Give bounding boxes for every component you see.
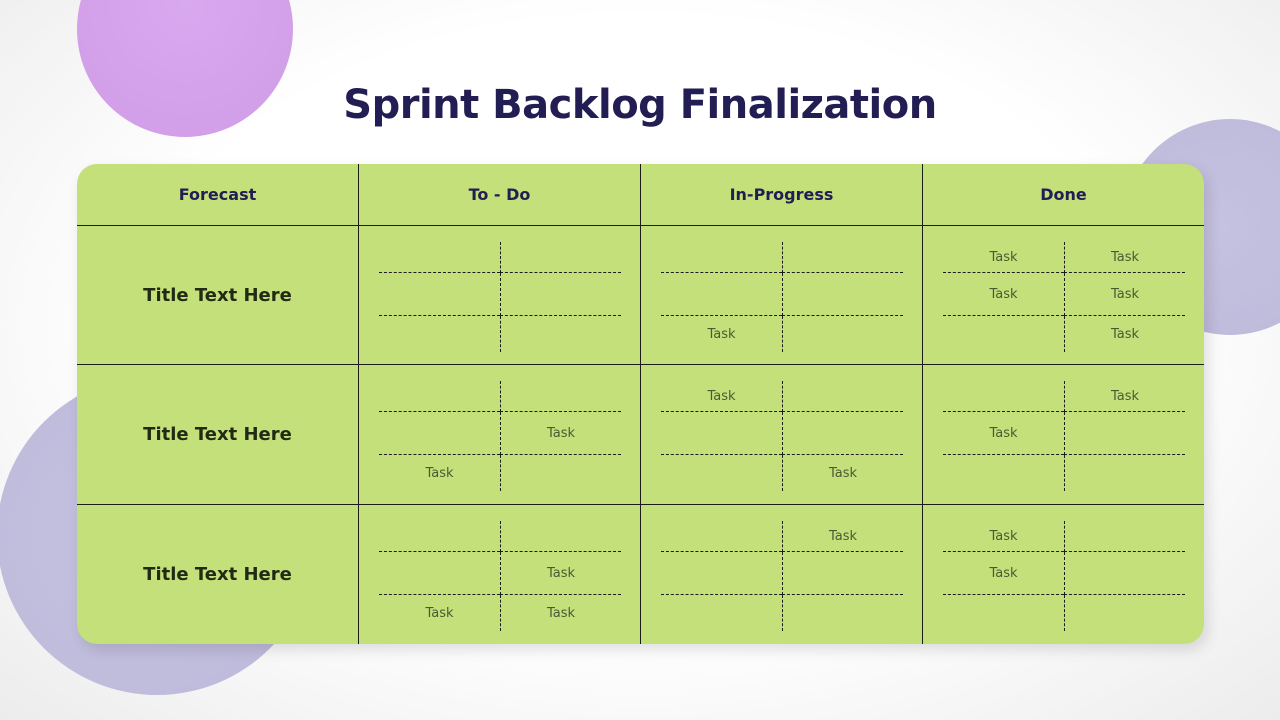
task-slot	[661, 595, 782, 631]
task-slot: Task	[661, 381, 782, 412]
task-grid: Task	[661, 242, 903, 352]
task-slot	[500, 455, 621, 491]
task-slot	[661, 455, 782, 491]
task-grid	[379, 242, 621, 352]
task-slot: Task	[425, 465, 454, 481]
task-slot	[943, 595, 1064, 631]
task-slot	[500, 273, 621, 316]
task-slot	[782, 242, 903, 273]
task-slot	[379, 316, 500, 352]
task-slot: Task	[1064, 381, 1185, 412]
header-forecast: Forecast	[178, 185, 257, 204]
task-slot	[782, 552, 903, 595]
task-slot: Task	[425, 605, 454, 621]
task-slot	[661, 273, 782, 316]
task-slot	[500, 521, 621, 552]
header-inprogress: In-Progress	[640, 164, 922, 225]
task-slot	[661, 552, 782, 595]
row-title: Title Text Here	[77, 364, 358, 504]
task-slot	[1064, 412, 1185, 455]
task-grid: Task	[661, 521, 903, 631]
task-slot	[500, 316, 621, 352]
task-slot	[943, 455, 1064, 491]
task-slot	[379, 521, 500, 552]
cell-inprogress: Task	[640, 504, 922, 644]
task-slot	[379, 552, 500, 595]
sprint-backlog-table: Forecast To - Do In-Progress Done Title …	[77, 164, 1204, 644]
row-title: Title Text Here	[77, 504, 358, 644]
row-title: Title Text Here	[77, 225, 358, 364]
task-slot: Task	[943, 412, 1064, 455]
slide-title: Sprint Backlog Finalization	[343, 82, 937, 128]
task-slot	[782, 273, 903, 316]
task-slot	[782, 412, 903, 455]
task-slot	[661, 521, 782, 552]
task-slot	[1064, 521, 1185, 552]
task-slot: Task	[782, 521, 903, 552]
task-slot	[379, 412, 500, 455]
task-slot: Task	[707, 326, 736, 342]
task-slot	[1064, 552, 1185, 595]
task-slot: Task	[1064, 316, 1185, 352]
task-slot: Task	[1064, 273, 1185, 316]
task-slot: Task	[500, 552, 621, 595]
task-slot	[379, 242, 500, 273]
task-slot: Task	[943, 552, 1064, 595]
task-slot	[500, 242, 621, 273]
task-slot: Task	[943, 521, 1064, 552]
task-slot	[1064, 595, 1185, 631]
task-slot: Task	[500, 595, 621, 631]
task-slot	[782, 316, 903, 352]
task-slot: Task	[782, 455, 903, 491]
task-slot: Task	[943, 242, 1064, 273]
task-slot	[943, 381, 1064, 412]
task-slot	[782, 381, 903, 412]
task-slot: Task	[1064, 242, 1185, 273]
task-slot	[379, 381, 500, 412]
task-slot	[661, 412, 782, 455]
task-slot	[782, 595, 903, 631]
cell-todo	[358, 225, 640, 364]
header-done: Done	[922, 164, 1204, 225]
header-todo: To - Do	[358, 164, 640, 225]
task-slot	[500, 381, 621, 412]
task-slot: Task	[500, 412, 621, 455]
cell-inprogress: Task	[640, 225, 922, 364]
task-slot	[661, 242, 782, 273]
task-slot: Task	[943, 273, 1064, 316]
task-slot	[943, 316, 1064, 352]
task-slot	[1064, 455, 1185, 491]
task-slot	[379, 273, 500, 316]
